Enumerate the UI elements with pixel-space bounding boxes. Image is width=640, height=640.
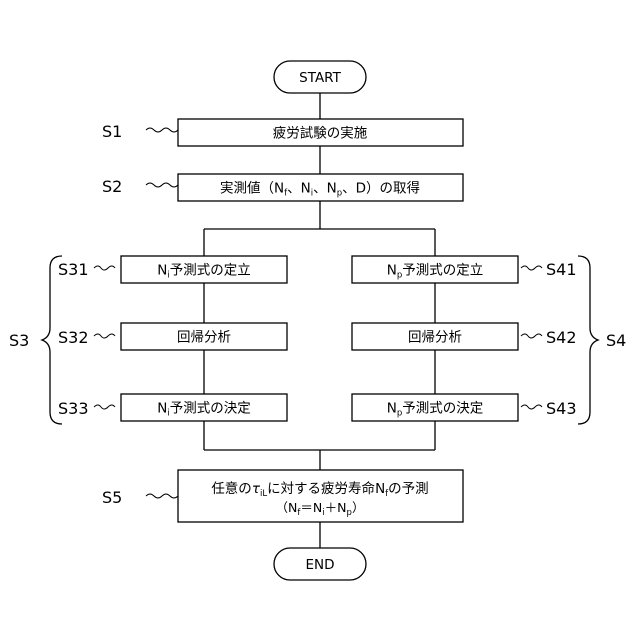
s2-sep2: 、 <box>313 181 327 197</box>
step-s31-leader <box>94 266 115 270</box>
s41-n: N <box>387 263 397 279</box>
step-s42-label: S42 <box>546 328 577 347</box>
step-s31-text: Ni予測式の定立 <box>157 263 250 281</box>
s2-n2: N <box>301 181 311 197</box>
s2-post: ）の取得 <box>366 180 420 197</box>
s31-n: N <box>157 263 167 279</box>
s41-rest: 予測式の定立 <box>402 263 483 279</box>
step-s1-text: 疲労試験の実施 <box>273 125 368 142</box>
step-s2-label: S2 <box>102 177 122 196</box>
step-s33-text: Ni予測式の決定 <box>157 401 250 419</box>
step-s5-label: S5 <box>102 488 122 507</box>
s43-rest: 予測式の決定 <box>402 401 483 417</box>
end-terminal: END <box>274 548 366 580</box>
s5-eq-open: （ <box>276 500 289 515</box>
step-s3-label: S3 <box>9 331 29 350</box>
step-s41-label: S41 <box>546 260 577 279</box>
step-s5-leader <box>146 494 178 498</box>
s5-eq-close: ） <box>352 500 365 515</box>
step-s42-text: 回帰分析 <box>408 329 462 346</box>
s5-eq-n2: N <box>313 500 322 515</box>
step-s1-label: S1 <box>102 122 122 141</box>
s2-n1: N <box>274 181 284 197</box>
step-s2-leader <box>146 183 178 187</box>
start-terminal: START <box>274 61 366 93</box>
s33-rest: 予測式の決定 <box>170 401 251 417</box>
step-s1: 疲労試験の実施 S1 <box>102 119 463 146</box>
step-s5-line1: 任意のτiLに対する疲労寿命Nfの予測 <box>211 480 428 499</box>
start-terminal-label: START <box>299 70 341 86</box>
step-s32-label: S32 <box>58 328 89 347</box>
step-s42-leader <box>521 334 542 338</box>
s2-sep3: 、 <box>342 181 356 197</box>
step-s32-leader <box>94 334 115 338</box>
step-s4-label: S4 <box>606 331 626 350</box>
step-s2: 実測値（Nf、Ni、Np、D）の取得 S2 <box>102 174 463 201</box>
step-s5: 任意のτiLに対する疲労寿命Nfの予測 （Nf＝Ni＋Np） S5 <box>102 470 463 522</box>
s5-eq-n3: N <box>337 500 346 515</box>
s5-eq-eq: ＝ <box>300 500 313 515</box>
end-terminal-label: END <box>305 557 334 573</box>
step-s43-label: S43 <box>546 399 577 418</box>
s2-d: D <box>356 181 366 197</box>
s5-mid: に対する疲労寿命 <box>267 480 375 497</box>
step-s41-leader <box>521 266 542 270</box>
s5-pre: 任意の <box>211 480 252 497</box>
step-s1-leader <box>146 128 178 132</box>
step-s33-leader <box>94 405 115 409</box>
step-s32-text: 回帰分析 <box>177 329 231 346</box>
s33-n: N <box>157 401 167 417</box>
s5-eq-n1: N <box>288 500 297 515</box>
branch-s3: Ni予測式の定立 S31 回帰分析 S32 Ni予測式の決定 S33 S3 <box>9 256 287 424</box>
step-s2-text: 実測値（Nf、Ni、Np、D）の取得 <box>220 180 420 199</box>
step-s33-label: S33 <box>58 399 89 418</box>
s5-post: の予測 <box>388 481 429 497</box>
s2-pre: 実測値（ <box>220 181 274 197</box>
s2-n3: N <box>327 181 337 197</box>
s5-n: N <box>375 481 385 497</box>
s31-rest: 予測式の定立 <box>170 263 251 279</box>
s43-n: N <box>387 401 397 417</box>
s4-brace <box>578 256 598 424</box>
s5-eq-plus: ＋ <box>325 500 338 515</box>
s2-sep1: 、 <box>287 181 301 197</box>
branch-s4: Np予測式の定立 S41 回帰分析 S42 Np予測式の決定 S43 S4 <box>352 256 626 424</box>
step-s31-label: S31 <box>58 260 89 279</box>
step-s43-leader <box>521 405 542 409</box>
